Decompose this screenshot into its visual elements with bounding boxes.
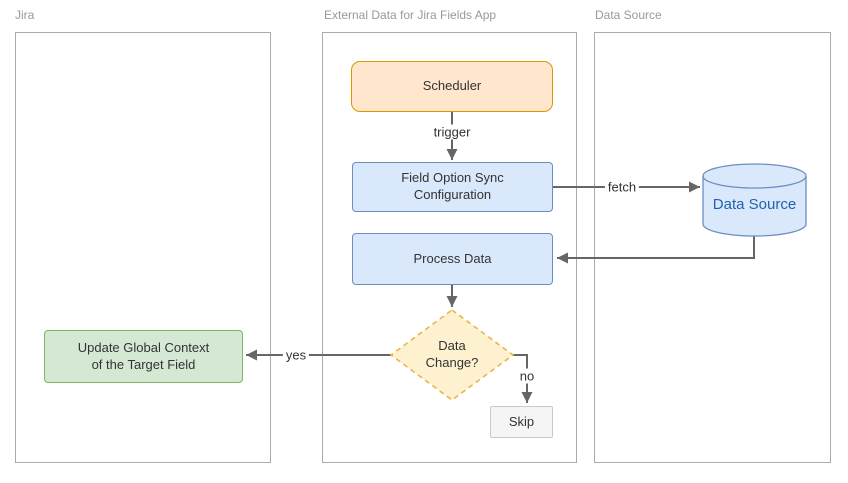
node-data-change-label: Data Change? — [425, 338, 479, 370]
node-update-global-context: Update Global Context of the Target Fiel… — [44, 330, 243, 383]
edge-label-fetch: fetch — [604, 179, 640, 195]
node-process-data: Process Data — [352, 233, 553, 285]
cylinder-top-ellipse — [702, 175, 807, 189]
node-field-option-sync-config-label: Field Option Sync Configuration — [401, 170, 504, 202]
edge-label-trigger: trigger — [430, 124, 474, 140]
edge-label-yes: yes — [282, 347, 310, 363]
node-data-source-label: Data Source — [712, 196, 797, 214]
edge-no — [513, 354, 533, 403]
lane-jira — [15, 32, 271, 463]
node-scheduler: Scheduler — [351, 61, 553, 112]
node-field-option-sync-config: Field Option Sync Configuration — [352, 162, 553, 212]
edge-cylinder-to-process — [557, 236, 755, 264]
lane-data-source-title: Data Source — [595, 8, 662, 22]
lane-jira-title: Jira — [15, 8, 35, 22]
node-scheduler-label: Scheduler — [422, 78, 482, 94]
node-skip-label: Skip — [508, 413, 535, 429]
node-data-change-diamond — [389, 309, 515, 401]
lane-external-data-app-title: External Data for Jira Fields App — [324, 8, 497, 22]
node-skip: Skip — [490, 406, 553, 438]
edge-label-no: no — [516, 368, 538, 384]
node-process-data-label: Process Data — [413, 250, 492, 266]
node-data-source-cylinder — [702, 163, 807, 237]
lane-data-source — [594, 32, 831, 463]
node-update-global-context-label: Update Global Context of the Target Fiel… — [77, 339, 210, 372]
